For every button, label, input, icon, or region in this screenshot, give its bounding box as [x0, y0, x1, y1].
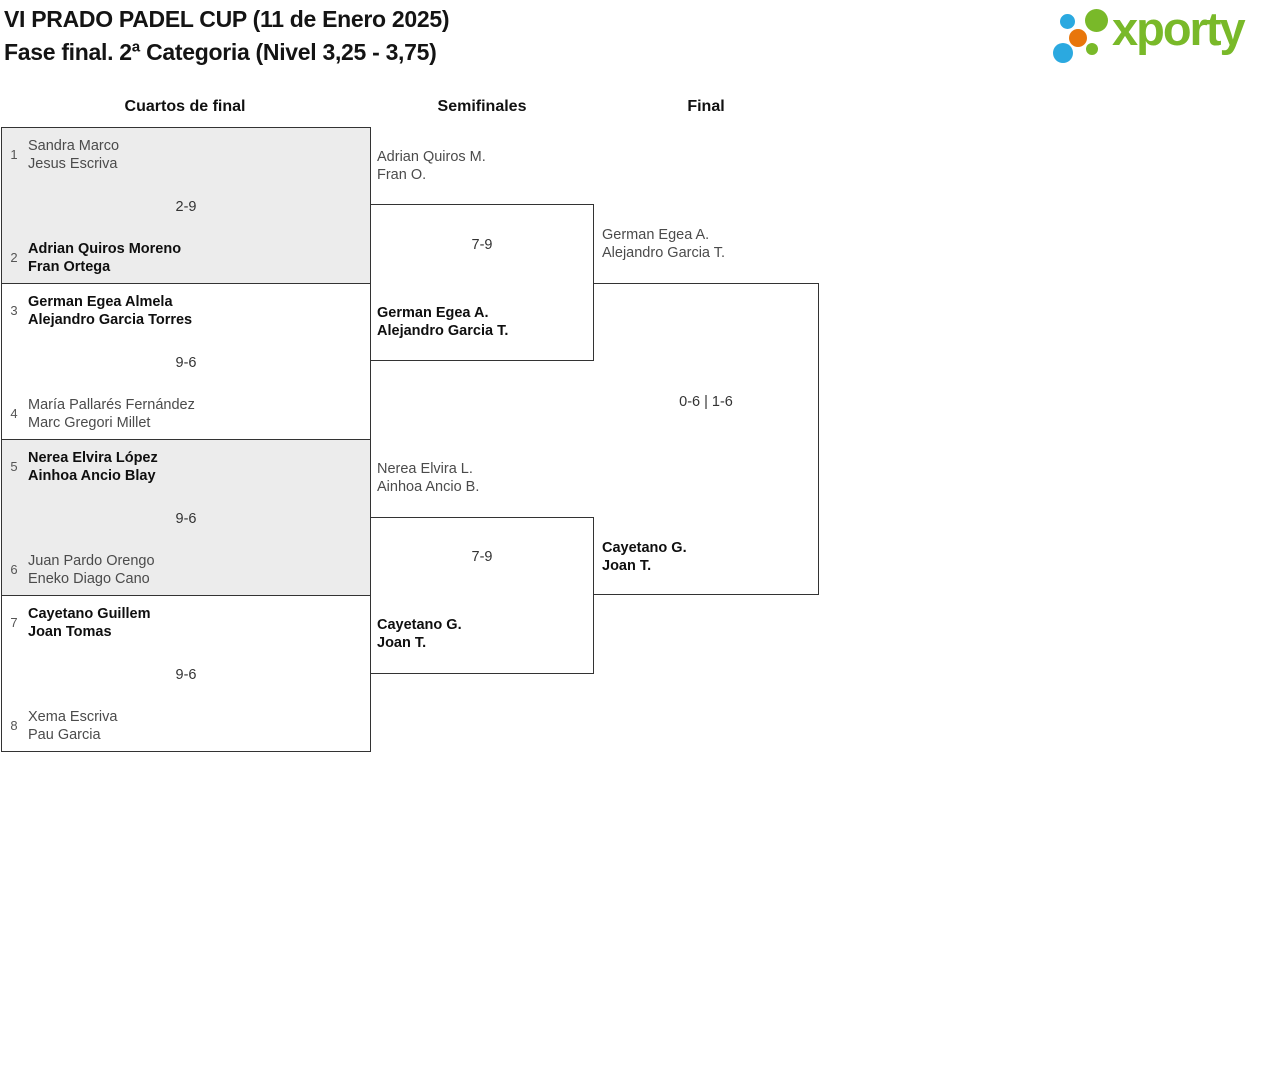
qf-match-4[interactable]: 7 Cayetano Guillem Joan Tomas 9-6 8 Xema…	[1, 595, 371, 752]
team-name: German Egea A. Alejandro Garcia T.	[602, 227, 726, 261]
logo-dot-blue-large-icon	[1053, 43, 1073, 63]
team-name: Nerea Elvira L. Ainhoa Ancio B.	[377, 461, 480, 495]
column-header-final: Final	[687, 98, 725, 115]
seed-number: 3	[10, 303, 18, 318]
qf-match-2[interactable]: 3 German Egea Almela Alejandro Garcia To…	[1, 283, 371, 440]
logo-dot-green-large-icon	[1085, 9, 1108, 32]
team-name-winner: German Egea Almela Alejandro Garcia Torr…	[28, 294, 193, 328]
xporty-logo[interactable]: xporty	[1045, 0, 1280, 70]
team-name: Juan Pardo Orengo Eneko Diago Cano	[28, 553, 155, 587]
team-name-winner: Nerea Elvira López Ainhoa Ancio Blay	[28, 450, 158, 484]
page-subtitle: Fase final. 2ª Categoria (Nivel 3,25 - 3…	[4, 39, 437, 65]
team-name-winner: Cayetano G. Joan T.	[602, 540, 687, 574]
match-score: 9-6	[175, 667, 197, 683]
team-name-winner: German Egea A. Alejandro Garcia T.	[377, 305, 509, 339]
qf-match-1[interactable]: 1 Sandra Marco Jesus Escriva 2-9 2 Adria…	[1, 127, 371, 284]
logo-dot-orange-icon	[1069, 29, 1087, 47]
team-name: Sandra Marco Jesus Escriva	[28, 138, 120, 172]
team-name-winner: Adrian Quiros Moreno Fran Ortega	[28, 241, 182, 275]
final-match[interactable]	[593, 283, 819, 595]
team-name: María Pallarés Fernández Marc Gregori Mi…	[28, 397, 195, 431]
logo-dot-green-small-icon	[1086, 43, 1098, 55]
column-header-cuartos: Cuartos de final	[124, 98, 246, 115]
sf-match-2[interactable]	[370, 517, 594, 674]
match-score: 7-9	[471, 237, 493, 253]
team-name: Adrian Quiros M. Fran O.	[377, 149, 486, 183]
team-name-winner: Cayetano Guillem Joan Tomas	[28, 606, 151, 640]
seed-number: 5	[10, 459, 18, 474]
sf-match-1[interactable]	[370, 204, 594, 361]
xporty-logo-text: xporty	[1112, 2, 1246, 55]
seed-number: 2	[10, 250, 18, 265]
match-score: 9-6	[175, 511, 197, 527]
page-header: VI PRADO PADEL CUP (11 de Enero 2025) Fa…	[4, 3, 450, 69]
team-name-winner: Cayetano G. Joan T.	[377, 617, 462, 651]
page-title: VI PRADO PADEL CUP (11 de Enero 2025)	[4, 6, 450, 32]
seed-number: 7	[10, 615, 18, 630]
qf-match-3[interactable]: 5 Nerea Elvira López Ainhoa Ancio Blay 9…	[1, 439, 371, 596]
match-score: 0-6 | 1-6	[679, 394, 733, 410]
seed-number: 8	[10, 718, 18, 733]
seed-number: 6	[10, 562, 18, 577]
seed-number: 4	[10, 406, 18, 421]
column-header-semifinales: Semifinales	[437, 98, 527, 115]
match-score: 9-6	[175, 355, 197, 371]
match-score: 2-9	[175, 199, 197, 215]
match-score: 7-9	[471, 549, 493, 565]
logo-dot-blue-small-icon	[1060, 14, 1075, 29]
seed-number: 1	[10, 147, 18, 162]
team-name: Xema Escriva Pau Garcia	[28, 709, 118, 743]
